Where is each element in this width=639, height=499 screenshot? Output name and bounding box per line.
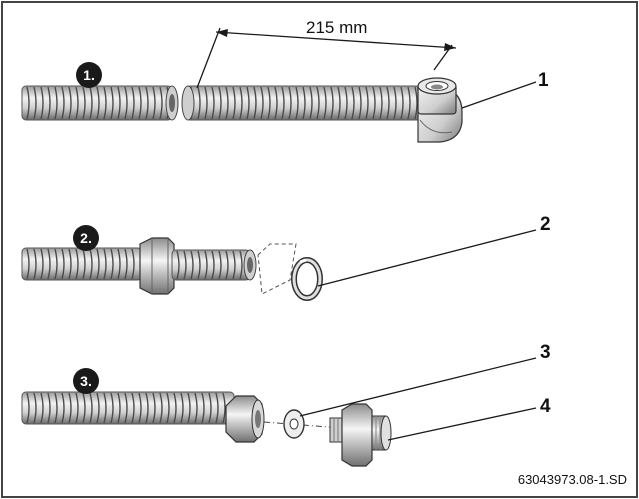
callout-number-2: 2 — [540, 214, 551, 235]
callout-2-leader — [317, 229, 537, 287]
dimension-extension-left — [196, 27, 221, 89]
sealing-washer — [283, 409, 305, 439]
hose-nut — [225, 395, 265, 443]
hex-nut — [139, 237, 175, 295]
split-ring — [291, 257, 323, 301]
hose-segment-2a — [21, 247, 143, 281]
hose-segment-2b — [171, 249, 257, 281]
position-hint-dashed — [257, 243, 297, 295]
step-badge-3: 3. — [73, 368, 99, 394]
callout-4-leader — [387, 407, 537, 441]
hose-segment-3 — [21, 391, 235, 425]
threaded-adapter — [329, 403, 392, 467]
step-badge-2: 2. — [73, 225, 99, 251]
hose-segment-1a — [21, 85, 179, 121]
callout-3-leader — [299, 357, 537, 417]
callout-number-4: 4 — [540, 396, 551, 417]
dimension-line — [215, 31, 457, 49]
callout-1-leader — [461, 81, 537, 109]
elbow-fitting — [417, 77, 463, 143]
callout-number-3: 3 — [540, 342, 551, 363]
callout-number-1: 1 — [538, 70, 549, 91]
step-2-assembly — [21, 229, 537, 301]
step-3-assembly — [21, 357, 537, 467]
figure-id: 63043973.08-1.SD — [517, 472, 627, 487]
step-badge-1: 1. — [76, 62, 102, 88]
dimension-label: 215 mm — [306, 18, 368, 37]
step-1-assembly — [21, 27, 537, 143]
hose-segment-1b — [181, 85, 427, 121]
